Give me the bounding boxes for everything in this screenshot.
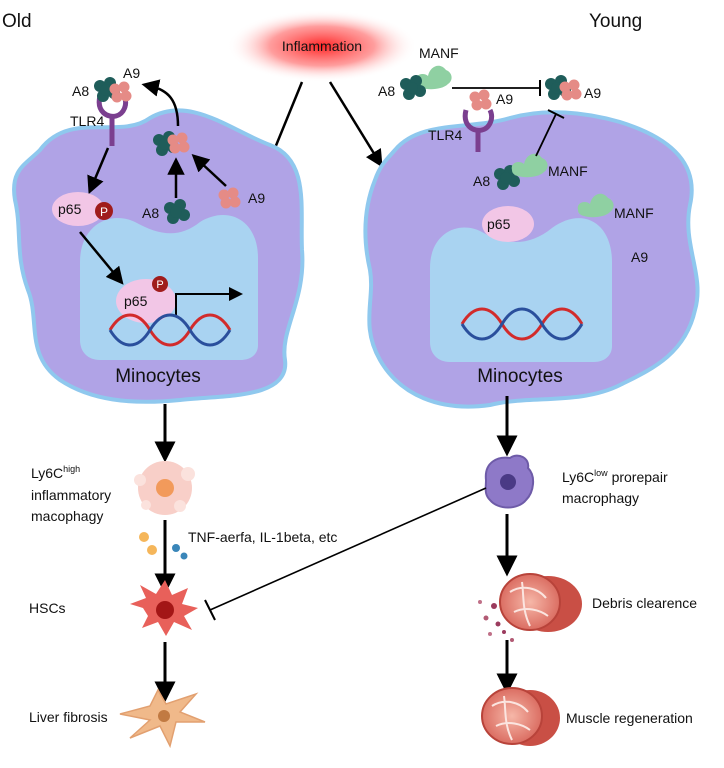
ly6c-high-label: Ly6Chigh [31,464,80,481]
young-dna-strand-blue [460,307,584,341]
inhibit-bar-hsc [204,599,216,621]
young-nucleus [430,218,612,362]
young-dna-strand-red [460,307,584,341]
young-manf-bound-label: MANF [548,163,588,179]
ly6c-high-macrophage-icon [134,461,195,515]
cytokines-label: TNF-aerfa, IL-1beta, etc [188,529,337,545]
macophagy-label: macophagy [31,508,103,524]
arrow-receptor-to-p65 [87,147,110,195]
young-tlr4-receptor [462,108,495,133]
young-tlr4-label: TLR4 [428,127,462,143]
old-cell-label: Minocytes [115,366,201,387]
young-cell-label: Minocytes [477,366,563,387]
old-phospho-badge [95,202,113,220]
young-p65 [482,206,534,242]
old-phospho-label: P [100,205,108,219]
old-dna-strand-red [108,313,232,347]
old-a9-free-label: A9 [248,190,265,206]
old-phospho-nuclear-label: P [156,279,163,291]
young-manf-free-label: MANF [614,205,654,221]
transcription-arrow [175,287,243,316]
inhibit-line-bound [535,113,557,157]
old-p65-cytoplasmic [52,192,104,226]
young-manf-top-label: MANF [419,45,459,61]
young-a9-receptor-label: A9 [496,91,513,107]
inhibit-bar-bound [547,109,565,119]
hsc-label: HSCs [29,600,66,616]
young-a8-bound-label: A8 [473,173,490,189]
young-p65-label: p65 [487,216,511,232]
old-p65-label: p65 [58,201,82,217]
arrow-inflammation-to-young [328,81,383,168]
old-a9-label: A9 [123,65,140,81]
ly6c-low-macrophage-icon [484,454,534,509]
young-header: Young [589,11,642,32]
hsc-cell-icon [130,580,198,636]
young-a9-free-label: A9 [631,249,648,265]
old-header: Old [2,11,32,32]
ly6c-low-label: Ly6Clow prorepair [562,468,668,485]
macrophagy-label: macrophagy [562,490,639,506]
fibrosis-label: Liver fibrosis [29,709,108,725]
old-tlr4-receptor [96,94,129,119]
fibrosis-cell-icon [119,688,206,749]
old-a8-label: A8 [72,83,89,99]
debris-muscle-icon [478,573,582,642]
arrow-p65-to-nucleus [79,231,124,285]
cytokine-dots-icon [139,532,188,560]
debris-label: Debris clearence [592,595,697,611]
old-phospho-nuclear-badge [152,276,168,292]
old-a9-receptor-icon [109,81,132,103]
young-a9-top-label: A9 [584,85,601,101]
inflammatory-label: inflammatory [31,487,111,503]
young-a9-receptor-icon [469,89,492,111]
inhibit-line-macrophage-hsc [209,487,487,611]
old-dna-strand-blue [108,313,232,347]
old-a8-free-label: A8 [142,205,159,221]
old-tlr4-label: TLR4 [70,113,104,129]
inflammation-glow [227,10,417,82]
regenerated-muscle-icon [481,687,560,746]
arrow-complex-to-receptor [141,79,180,127]
young-a8-top-label: A8 [378,83,395,99]
old-p65-nuclear-label: p65 [124,293,148,309]
regen-label: Muscle regeneration [566,710,693,726]
arrow-a9-to-complex [191,154,227,187]
inflammation-label: Inflammation [282,38,362,54]
